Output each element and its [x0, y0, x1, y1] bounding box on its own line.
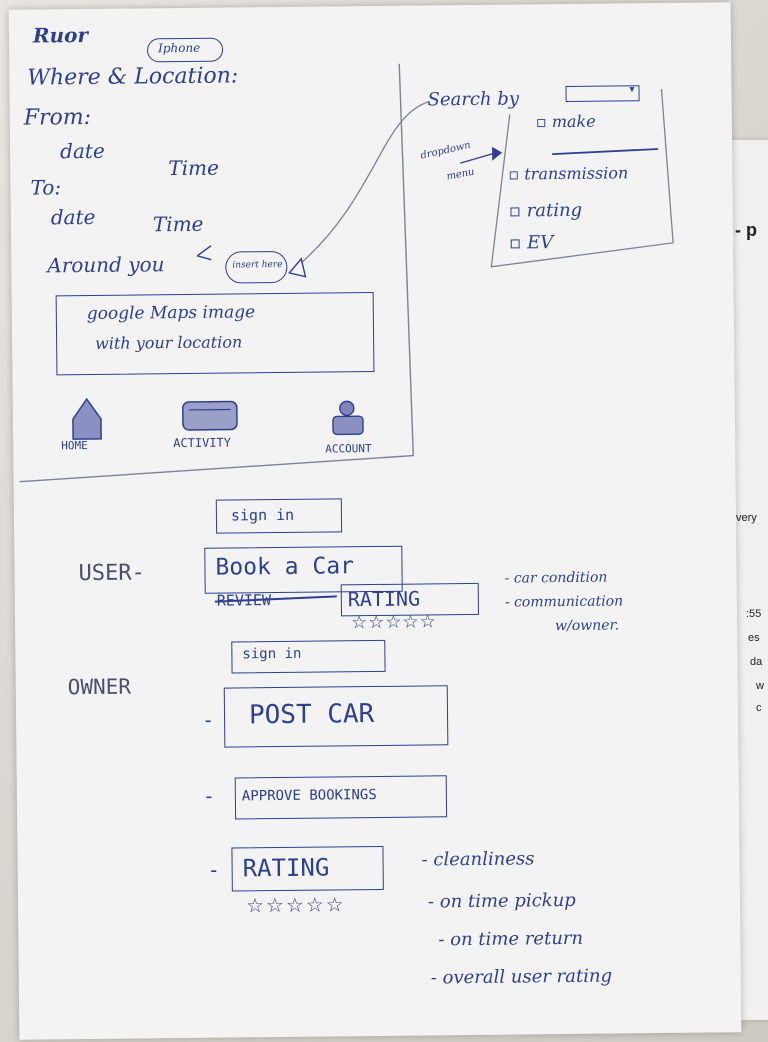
side-paper-fragment: c: [756, 702, 762, 714]
search-option-transmission[interactable]: ▫ transmission: [508, 163, 628, 183]
side-paper-fragment: es: [748, 632, 760, 644]
user-label: USER-: [78, 560, 145, 587]
checkbox-icon: ▫: [508, 164, 520, 184]
checkbox-icon: ▫: [508, 232, 522, 254]
user-note-owner: w/owner.: [555, 617, 620, 635]
search-option-label: transmission: [524, 163, 629, 184]
owner-criteria-cleanliness: - cleanliness: [421, 848, 535, 871]
owner-rating-label: RATING: [242, 853, 330, 883]
owner-label: OWNER: [67, 674, 132, 700]
owner-dash: -: [207, 857, 220, 882]
user-note-communication: - communication: [504, 593, 624, 611]
owner-rating-stars[interactable]: ☆☆☆☆☆: [245, 892, 346, 918]
nav-home[interactable]: HOME: [61, 439, 88, 453]
user-rating-label: RATING: [347, 586, 421, 612]
search-option-rating[interactable]: ▫ rating: [509, 200, 583, 222]
owner-sign-in-button[interactable]: sign in: [231, 639, 386, 674]
search-option-label: make: [551, 111, 596, 132]
approve-bookings-button[interactable]: APPROVE BOOKINGS: [234, 775, 448, 820]
owner-criteria-return: - on time return: [438, 927, 584, 951]
checkbox-icon: ▫: [508, 200, 522, 222]
side-paper-fragment: w: [756, 680, 764, 692]
checkbox-icon: ▫: [535, 112, 547, 132]
chevron-down-icon: ▾: [629, 84, 635, 96]
sketch-sheet: Ruor Iphone Where & Location: From: date…: [8, 2, 742, 1040]
search-option-label: EV: [526, 232, 554, 254]
side-paper-fragment: very: [736, 512, 757, 524]
user-note-condition: - car condition: [504, 569, 608, 587]
search-option-make[interactable]: ▫ make: [536, 112, 596, 132]
user-sign-in-button[interactable]: sign in: [215, 498, 343, 534]
nav-icons: [72, 397, 364, 440]
search-option-ev[interactable]: ▫ EV: [509, 232, 553, 253]
user-review-struck: REVIEW: [216, 591, 272, 610]
search-dropdown[interactable]: ▾: [565, 84, 640, 102]
user-rating-stars[interactable]: ☆☆☆☆☆: [350, 611, 437, 634]
sketch-lines: [19, 63, 674, 603]
owner-rating-button[interactable]: RATING: [231, 845, 384, 892]
nav-account[interactable]: ACCOUNT: [325, 442, 372, 456]
nav-activity[interactable]: ACTIVITY: [173, 435, 232, 451]
side-paper-fragment: :55: [746, 608, 762, 620]
search-option-label: rating: [526, 199, 583, 222]
home-icon[interactable]: [72, 397, 102, 440]
owner-dash: -: [202, 783, 216, 808]
account-icon[interactable]: [332, 400, 364, 436]
user-sign-in-label: sign in: [230, 505, 295, 525]
approve-bookings-label: APPROVE BOOKINGS: [241, 786, 377, 805]
owner-criteria-overall: - overall user rating: [430, 965, 613, 989]
post-car-button[interactable]: POST CAR: [223, 685, 449, 748]
owner-sign-in-label: sign in: [242, 645, 302, 663]
book-car-label: Book a Car: [215, 553, 355, 581]
car-icon[interactable]: [182, 400, 238, 431]
post-car-label: POST CAR: [248, 699, 375, 731]
owner-criteria-pickup: - on time pickup: [427, 889, 576, 913]
owner-dash: -: [201, 707, 215, 732]
search-by-label: Search by: [427, 88, 520, 111]
side-paper-fragment: da: [750, 656, 763, 668]
